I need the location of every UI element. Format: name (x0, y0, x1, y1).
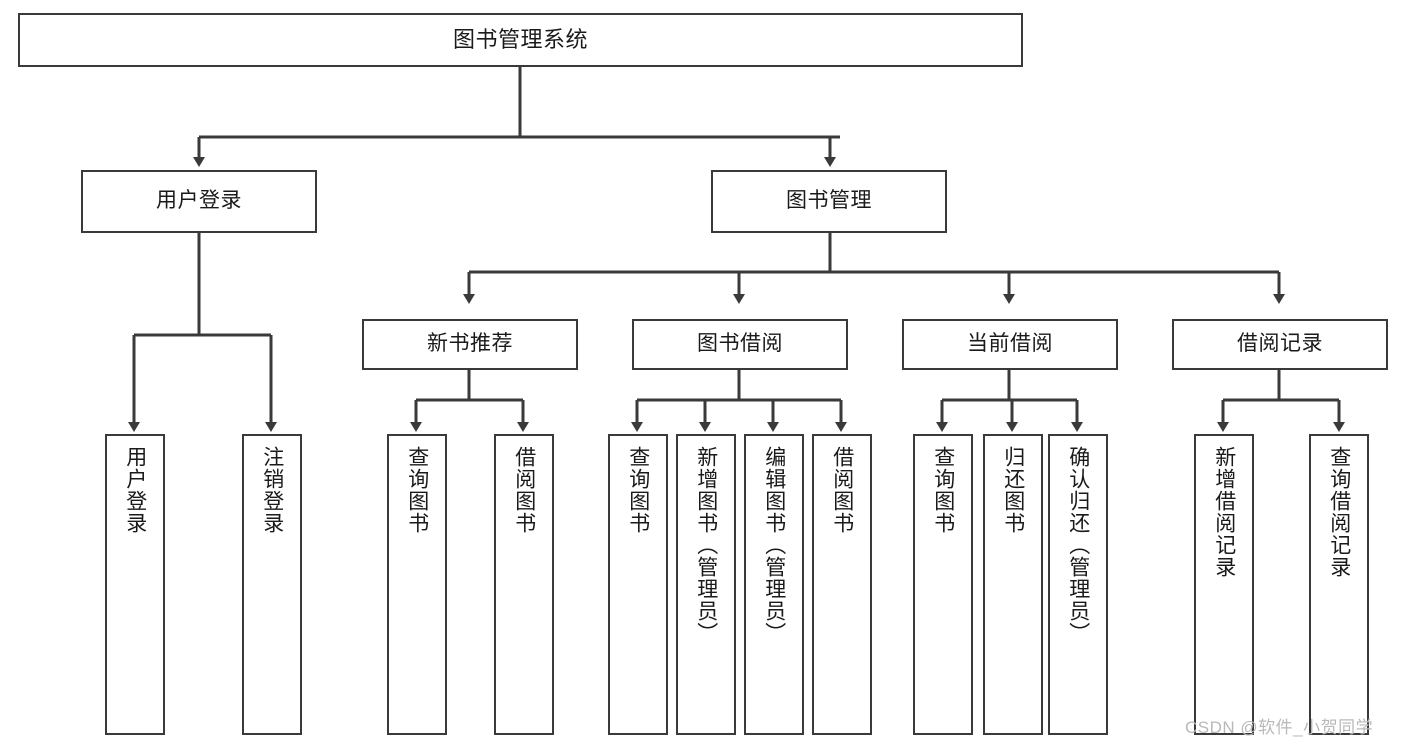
node-leaf-new-book-borrow[interactable]: 借阅图书 (494, 434, 554, 735)
node-label: 确认归还（管理员） (1066, 446, 1090, 644)
node-label: 查询借阅记录 (1327, 446, 1351, 578)
node-new-book-recommend[interactable]: 新书推荐 (362, 319, 578, 370)
node-leaf-book-borrow-query[interactable]: 查询图书 (608, 434, 668, 735)
node-label: 查询图书 (405, 446, 429, 534)
node-leaf-new-book-query[interactable]: 查询图书 (387, 434, 447, 735)
node-leaf-current-borrow-query[interactable]: 查询图书 (913, 434, 973, 735)
node-leaf-current-borrow-confirm-return[interactable]: 确认归还（管理员） (1048, 434, 1108, 735)
node-label: 新增图书（管理员） (694, 446, 718, 644)
node-label: 注销登录 (260, 446, 284, 534)
node-label: 查询图书 (931, 446, 955, 534)
node-label: 新增借阅记录 (1212, 446, 1236, 578)
node-label: 用户登录 (123, 446, 147, 534)
node-leaf-book-borrow-borrow[interactable]: 借阅图书 (812, 434, 872, 735)
node-leaf-user-login-login[interactable]: 用户登录 (105, 434, 165, 735)
node-label: 新书推荐 (427, 332, 513, 356)
node-label: 当前借阅 (967, 332, 1053, 356)
node-book-management-system[interactable]: 图书管理系统 (18, 13, 1023, 67)
node-user-login[interactable]: 用户登录 (81, 170, 317, 233)
node-leaf-current-borrow-return[interactable]: 归还图书 (983, 434, 1043, 735)
node-label: 图书管理 (786, 189, 872, 213)
node-current-borrow[interactable]: 当前借阅 (902, 319, 1118, 370)
node-leaf-user-login-logout[interactable]: 注销登录 (242, 434, 302, 735)
node-leaf-book-borrow-add[interactable]: 新增图书（管理员） (676, 434, 736, 735)
node-book-borrow[interactable]: 图书借阅 (632, 319, 848, 370)
node-borrow-record[interactable]: 借阅记录 (1172, 319, 1388, 370)
node-label: 归还图书 (1001, 446, 1025, 534)
node-label: 编辑图书（管理员） (762, 446, 786, 644)
node-label: 图书管理系统 (452, 27, 588, 53)
csdn-watermark: CSDN @软件_小贺同学 (1185, 718, 1374, 737)
node-leaf-borrow-record-add[interactable]: 新增借阅记录 (1194, 434, 1254, 735)
node-label: 图书借阅 (697, 332, 783, 356)
node-book-management[interactable]: 图书管理 (711, 170, 947, 233)
node-leaf-borrow-record-query[interactable]: 查询借阅记录 (1309, 434, 1369, 735)
node-label: 借阅图书 (512, 446, 536, 534)
node-label: 借阅记录 (1237, 332, 1323, 356)
node-leaf-book-borrow-edit[interactable]: 编辑图书（管理员） (744, 434, 804, 735)
node-label: 查询图书 (626, 446, 650, 534)
node-label: 用户登录 (156, 189, 242, 213)
node-label: 借阅图书 (830, 446, 854, 534)
